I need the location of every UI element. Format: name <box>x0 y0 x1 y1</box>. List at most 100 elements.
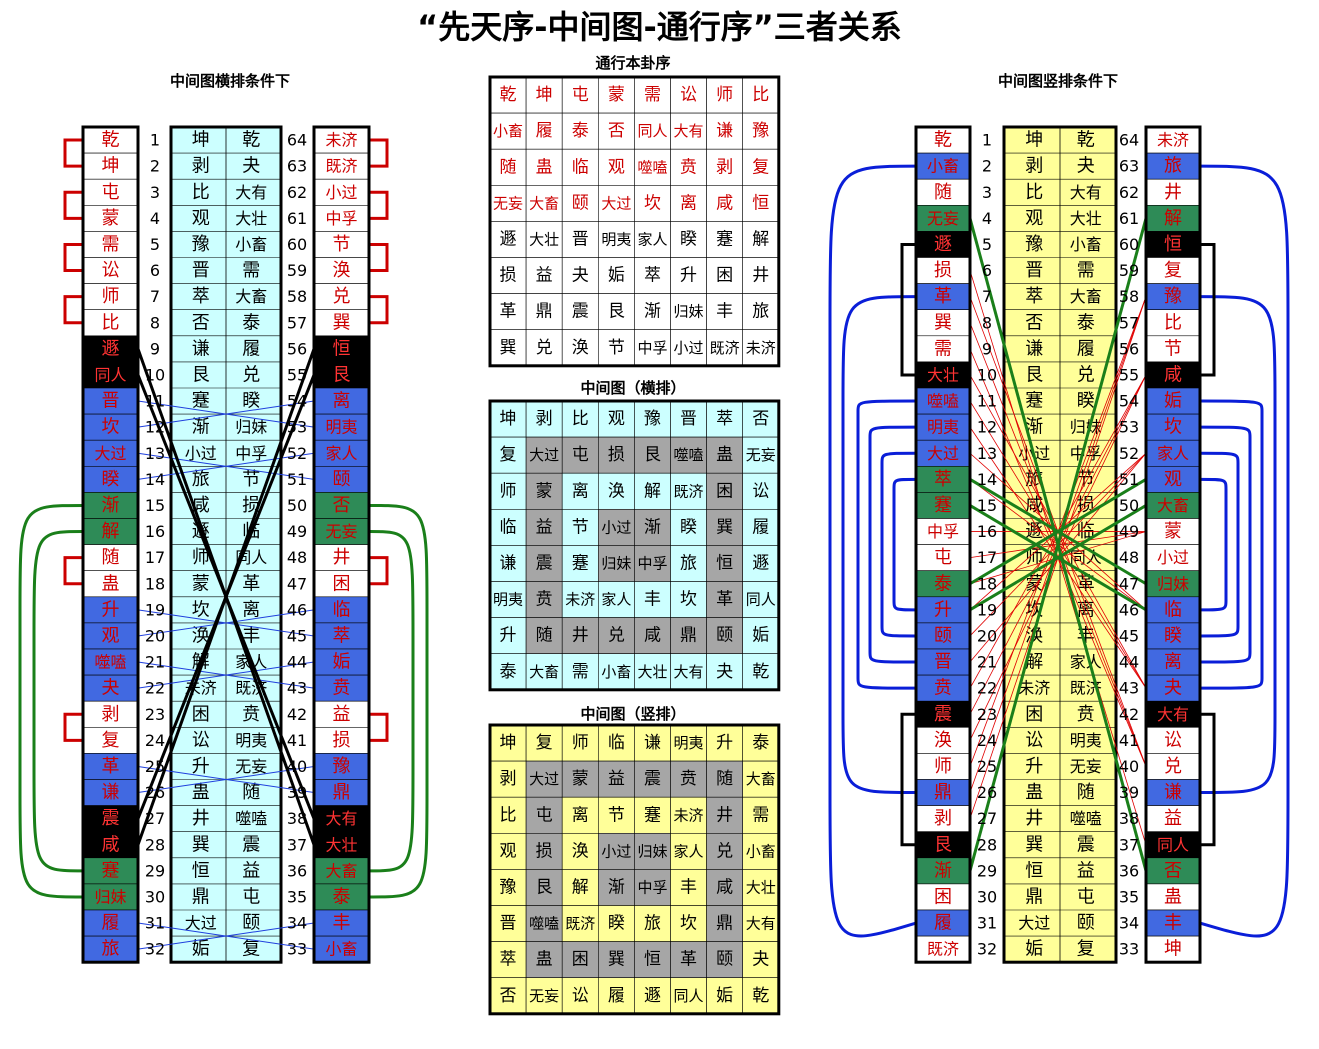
right-panel-num-right: 45 <box>1119 626 1139 645</box>
shupai-grid-cell <box>489 977 527 1015</box>
right-panel-left-col-label: 剥 <box>934 808 952 829</box>
left-center-col-b: 归妹 <box>235 418 267 437</box>
left-blue-link <box>137 661 315 689</box>
right-panel-left-col-label: 困 <box>934 886 952 907</box>
shupai-grid-cell <box>670 941 707 978</box>
tongxing-grid-cell <box>634 76 671 114</box>
tongxing-grid-label: 巽 <box>500 338 517 358</box>
shupai-grid-label: 讼 <box>572 986 589 1006</box>
left-center-col-a: 姤 <box>192 939 210 960</box>
tongxing-grid-cell <box>634 221 671 258</box>
left-panel-left-col-cell <box>82 596 139 624</box>
tongxing-grid-cell <box>597 76 635 114</box>
shupai-grid-label: 萃 <box>500 950 517 970</box>
right-red-bracket <box>369 556 389 586</box>
left-panel-num-left: 21 <box>145 653 165 672</box>
right-panel-left-col-label: 颐 <box>934 625 952 646</box>
hengpai-grid-cell <box>670 436 707 474</box>
shupai-grid-cell <box>670 869 707 906</box>
shupai-grid-cell <box>561 905 599 942</box>
left-center-col-b: 无妄 <box>235 757 267 776</box>
left-panel-num-left: 14 <box>145 470 165 489</box>
right-panel-right-col-cell <box>1145 726 1201 754</box>
shupai-grid-cell <box>634 869 671 906</box>
right-red-bracket <box>369 712 389 742</box>
left-panel-left-col-label: 讼 <box>102 260 120 281</box>
tongxing-grid-label: 同人 <box>637 122 667 140</box>
shupai-grid-label: 恒 <box>644 950 661 970</box>
right-panel-right-col-label: 解 <box>1164 208 1182 229</box>
left-center-col-a: 蹇 <box>192 391 210 412</box>
left-center-col-a: 蒙 <box>192 573 210 594</box>
right-green-loop <box>368 530 415 873</box>
left-panel-right-col-label: 鼎 <box>333 782 351 803</box>
left-panel-left-col-label: 需 <box>102 234 120 255</box>
tongxing-grid-label: 谦 <box>716 121 733 141</box>
hengpai-grid-label: 离 <box>572 481 589 501</box>
left-panel-num-left: 8 <box>150 313 160 332</box>
shupai-grid-cell <box>742 869 780 906</box>
tongxing-grid-cell <box>525 293 563 331</box>
hengpai-grid-cell <box>670 653 707 691</box>
right-center-col-b: 噬嗑 <box>1070 809 1102 828</box>
left-panel-num-left: 16 <box>145 522 165 541</box>
right-panel-num-right: 47 <box>1119 574 1139 593</box>
hengpai-grid-label: 益 <box>536 517 553 537</box>
right-blue-loop <box>856 399 917 690</box>
shupai-grid-label: 蹇 <box>644 805 661 825</box>
right-panel-num-left: 32 <box>977 940 997 959</box>
left-center-col-a: 巽 <box>192 834 210 855</box>
right-panel-right-col-label: 井 <box>1164 182 1182 203</box>
hengpai-grid-cell <box>706 508 743 546</box>
left-panel-right-col-cell <box>313 492 370 519</box>
right-panel-right-col-label: 大畜 <box>1157 496 1189 515</box>
shupai-grid-label: 巽 <box>608 950 625 970</box>
left-panel-left-col-label: 观 <box>102 625 120 646</box>
shupai-grid-label: 涣 <box>572 841 589 861</box>
hengpai-grid-cell <box>561 545 599 582</box>
left-panel-left-col-label: 复 <box>102 730 120 751</box>
left-panel-num-left: 15 <box>145 496 165 515</box>
left-panel-num-right: 51 <box>287 470 307 489</box>
left-center-col-a: 谦 <box>192 338 210 359</box>
right-panel-num-left: 29 <box>977 861 997 880</box>
left-center-col-a: 剥 <box>192 156 210 177</box>
right-panel-num-left: 1 <box>982 131 992 150</box>
right-center-col-b: 需 <box>1077 260 1095 281</box>
right-panel-left-col-label: 乾 <box>934 130 952 151</box>
tongxing-grid-cell <box>706 293 743 331</box>
right-panel-left-col-cell <box>915 753 971 780</box>
right-center-col-b: 归妹 <box>1070 418 1102 437</box>
tongxing-grid-label: 观 <box>608 157 625 177</box>
hengpai-grid-label: 革 <box>716 590 733 610</box>
tongxing-grid-cell <box>561 221 599 258</box>
left-red-bracket <box>63 190 83 220</box>
shupai-grid-cell <box>706 760 743 798</box>
left-panel-num-right: 40 <box>287 757 307 776</box>
shupai-grid-cell <box>706 832 743 870</box>
right-center-col-b: 大畜 <box>1070 287 1102 306</box>
right-panel-right-col-cell <box>1145 622 1201 650</box>
hengpai-grid-label: 咸 <box>644 626 661 646</box>
hengpai-grid-cell <box>489 653 527 691</box>
right-center-col-a: 姤 <box>1025 939 1043 960</box>
tongxing-grid-cell <box>597 148 635 186</box>
right-center-col-a: 蒙 <box>1025 573 1043 594</box>
left-black-link <box>136 348 316 846</box>
right-panel-right-col-label: 谦 <box>1164 782 1182 803</box>
right-panel-num-left: 6 <box>982 261 992 280</box>
hengpai-grid-cell <box>634 581 671 618</box>
left-panel-num-right: 48 <box>287 548 307 567</box>
left-center-col-a: 蛊 <box>192 782 210 803</box>
hengpai-grid-cell <box>561 508 599 546</box>
left-panel-right-col-label: 井 <box>333 547 351 568</box>
tongxing-grid-cell <box>634 293 671 331</box>
shupai-grid-label: 解 <box>572 877 589 897</box>
left-panel-subtitle: 中间图横排条件下 <box>169 72 290 90</box>
right-panel-num-right: 41 <box>1119 731 1139 750</box>
right-panel-left-col-cell <box>915 700 971 728</box>
tongxing-grid-cell <box>670 293 707 331</box>
right-panel-left-col-label: 巽 <box>934 312 952 333</box>
hengpai-grid-label: 萃 <box>716 409 733 429</box>
